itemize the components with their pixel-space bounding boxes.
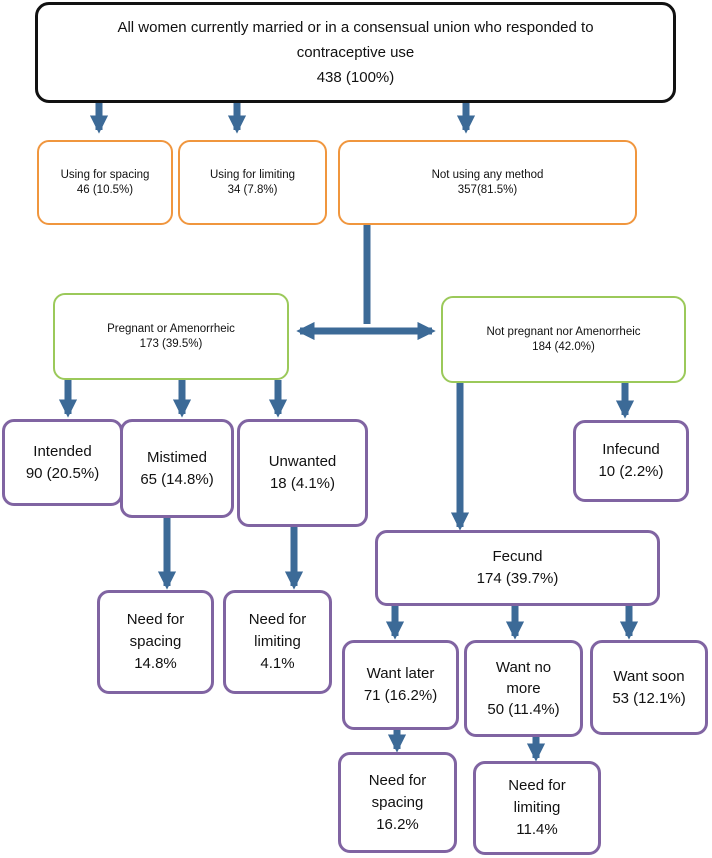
node-mistimed: Mistimed 65 (14.8%) (120, 419, 234, 518)
node-label: spacing (129, 633, 182, 650)
node-count: 173 (39.5%) (139, 337, 203, 350)
node-count: 90 (20.5%) (25, 464, 100, 482)
node-using-for-limiting: Using for limiting 34 (7.8%) (178, 140, 327, 225)
root-count: 438 (100%) (316, 69, 395, 86)
node-label: Not using any method (431, 168, 544, 181)
node-count: 53 (12.1%) (612, 689, 686, 707)
node-want-soon: Want soon 53 (12.1%) (590, 640, 708, 735)
node-count: 18 (4.1%) (269, 475, 336, 492)
node-count: 71 (16.2%) (363, 687, 438, 704)
node-count: 46 (10.5%) (76, 183, 134, 196)
node-want-later: Want later 71 (16.2%) (342, 640, 459, 730)
node-need-for-limiting-want-no-more: Need for limiting 11.4% (473, 761, 601, 855)
node-count: 357(81.5%) (457, 183, 518, 196)
root-text-line-1: All women currently married or in a cons… (117, 19, 594, 36)
node-count: 34 (7.8%) (227, 183, 278, 196)
node-label: Need for (508, 777, 566, 794)
node-label: Want no (495, 659, 552, 676)
node-label: more (506, 680, 541, 697)
node-pregnant-or-amenorrheic: Pregnant or Amenorrheic 173 (39.5%) (53, 293, 289, 380)
node-count: 174 (39.7%) (476, 570, 559, 587)
node-count: 65 (14.8%) (140, 470, 214, 488)
node-label: limiting (254, 633, 301, 650)
node-unwanted: Unwanted 18 (4.1%) (237, 419, 368, 527)
node-label: spacing (371, 793, 424, 811)
root-text-line-2: contraceptive use (296, 44, 415, 61)
node-not-pregnant-nor-amenorrheic: Not pregnant nor Amenorrheic 184 (42.0%) (441, 296, 686, 383)
node-label: limiting (513, 799, 561, 816)
node-percent: 4.1% (260, 655, 295, 672)
node-not-using-any-method: Not using any method 357(81.5%) (338, 140, 637, 225)
node-label: Want later (366, 665, 435, 682)
node-label: Using for limiting (210, 168, 295, 181)
node-count: 10 (2.2%) (598, 463, 664, 480)
node-need-for-spacing-mistimed: Need for spacing 14.8% (97, 590, 214, 694)
node-count: 50 (11.4%) (487, 701, 560, 718)
node-label: Using for spacing (60, 168, 150, 181)
node-want-no-more: Want no more 50 (11.4%) (464, 640, 583, 737)
node-percent: 16.2% (376, 815, 419, 833)
node-label: Pregnant or Amenorrheic (107, 322, 235, 335)
node-need-for-limiting-unwanted: Need for limiting 4.1% (223, 590, 332, 694)
node-label: Want soon (613, 667, 685, 685)
node-count: 184 (42.0%) (532, 340, 595, 353)
node-label: Need for (368, 771, 427, 789)
node-label: Infecund (602, 441, 660, 458)
node-intended: Intended 90 (20.5%) (2, 419, 123, 506)
node-fecund: Fecund 174 (39.7%) (375, 530, 660, 606)
root-node-all-women: All women currently married or in a cons… (35, 2, 676, 103)
node-infecund: Infecund 10 (2.2%) (573, 420, 689, 502)
node-percent: 14.8% (134, 655, 177, 672)
node-need-for-spacing-want-later: Need for spacing 16.2% (338, 752, 457, 853)
node-using-for-spacing: Using for spacing 46 (10.5%) (37, 140, 173, 225)
node-label: Need for (248, 611, 307, 628)
node-percent: 11.4% (516, 821, 558, 838)
node-label: Intended (33, 442, 92, 460)
node-label: Fecund (492, 548, 543, 565)
node-label: Not pregnant nor Amenorrheic (486, 325, 641, 338)
node-label: Mistimed (146, 448, 207, 466)
node-label: Unwanted (268, 453, 337, 470)
node-label: Need for (126, 611, 185, 628)
